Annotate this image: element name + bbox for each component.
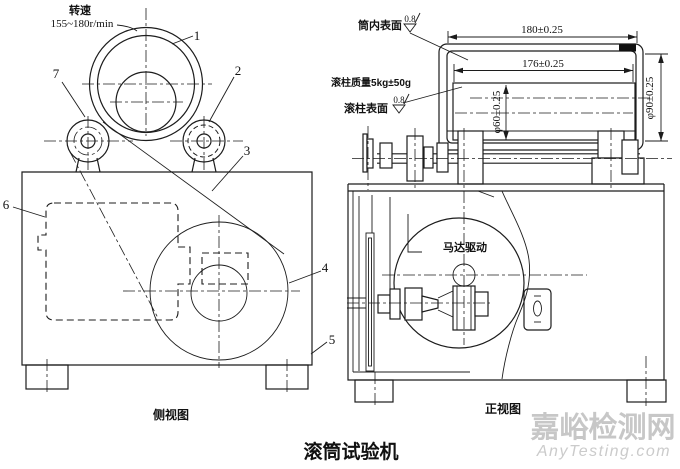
body-foot-left [354, 379, 394, 403]
captions: 侧视图 正视图 滚筒试验机 [153, 401, 521, 463]
dim-drum-length-inner: 176±0.25 [522, 58, 564, 70]
watermark: 嘉峪检测网 AnyTesting.com [530, 410, 675, 460]
front-view: 马达驱动 [347, 43, 672, 406]
annotations-group: 筒内表面 0.8 滚柱质量5kg±50g 滚柱表面 0.8 [331, 12, 469, 115]
belt-line-front [102, 121, 285, 255]
shaft-spacer [423, 146, 434, 169]
dimensions: 180±0.25 176±0.25 φ60±0.25 φ90±0.25 [447, 24, 668, 142]
motor-cutaway [347, 217, 525, 349]
drawing-title: 滚筒试验机 [303, 440, 398, 463]
shaft-pulley-hub [366, 138, 374, 169]
shaft-bracket-right [621, 139, 639, 175]
shaft-components [362, 130, 645, 185]
dim-drum-length-outer-group: 180±0.25 [447, 24, 638, 43]
label-speed: 转速 [69, 3, 91, 17]
roughness-symbol-drum: 0.8 [403, 12, 421, 33]
body-foot-right [626, 379, 667, 403]
motor-housing-circle [393, 217, 525, 349]
watermark-cn: 嘉峪检测网 [530, 410, 675, 444]
part-label-1: 1 [194, 28, 201, 43]
machine-body [347, 183, 667, 403]
watermark-en: AnyTesting.com [536, 443, 671, 460]
part-leaders [12, 24, 328, 355]
section-mark [619, 44, 636, 52]
cover-plate [523, 288, 552, 331]
motor-hidden-outline [37, 202, 249, 321]
part-label-2: 2 [235, 63, 242, 78]
side-view-centerlines [44, 8, 243, 170]
wavy-break-line [501, 190, 531, 380]
belt-slot [365, 232, 375, 372]
bearing-pedestal-left [457, 130, 484, 185]
roughness-symbol-roller: 0.8 [392, 93, 410, 114]
caption-front-view: 正视图 [485, 401, 521, 416]
part-label-4: 4 [322, 260, 329, 275]
shaft-collar-mid [436, 142, 449, 173]
dim-roller-diameter: φ60±0.25 [491, 90, 503, 133]
dim-roller-diameter-group: φ60±0.25 [491, 85, 509, 140]
test-roller-section [452, 82, 636, 141]
label-speed-value: 155~180r/min [51, 18, 114, 30]
front-view-centerlines [347, 126, 672, 406]
dim-drum-length-outer: 180±0.25 [521, 24, 563, 36]
roughness-value-drum: 0.8 [404, 14, 416, 24]
dim-drum-length-inner-group: 176±0.25 [453, 58, 634, 82]
label-roller-surface: 滚柱表面 [344, 101, 388, 115]
label-roller-mass: 滚柱质量5kg±50g [331, 76, 411, 89]
plate-slot [533, 300, 542, 317]
motor-shaft-hidden-outline [201, 252, 249, 285]
belt-edge-view [368, 237, 372, 367]
belt-lines [69, 121, 285, 319]
shaft-collar-left [379, 142, 393, 169]
cabinet [21, 171, 313, 395]
part-label-7: 7 [53, 66, 60, 81]
dim-drum-diameter: φ90±0.25 [644, 76, 656, 119]
part-label-3: 3 [244, 143, 251, 158]
caption-side-view: 侧视图 [153, 407, 189, 422]
label-drum-inner-surface: 筒内表面 [358, 18, 402, 32]
belt-line-back [69, 151, 159, 319]
part-label-6: 6 [3, 197, 10, 212]
dim-drum-diameter-group: φ90±0.25 [644, 53, 668, 142]
speed-leader [116, 24, 138, 32]
side-view: 1 2 3 4 5 6 7 转速 155~180r/min [3, 3, 336, 395]
motor-pulley [123, 215, 300, 368]
roughness-value-roller: 0.8 [393, 95, 405, 105]
shaft-pulley-rim [362, 133, 368, 173]
panel-cover [503, 192, 663, 379]
label-motor-drive: 马达驱动 [443, 240, 487, 254]
part-label-5: 5 [329, 332, 336, 347]
